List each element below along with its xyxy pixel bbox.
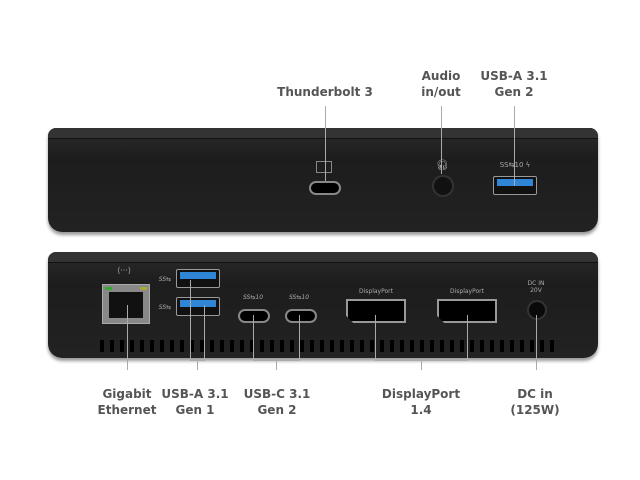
label-displayport-line1: DisplayPort	[381, 387, 461, 401]
label-usb-c-gen2-line2: Gen 2	[257, 403, 297, 417]
leader-line	[441, 106, 442, 174]
label-displayport-line2: 1.4	[410, 403, 432, 417]
usb-c-port-1	[238, 309, 270, 323]
label-dc-in-line2: (125W)	[510, 403, 560, 417]
label-audio-line1: Audio	[421, 69, 461, 83]
leader-line	[375, 315, 376, 360]
label-thunderbolt: Thunderbolt 3	[277, 85, 373, 99]
usb-mark: SS⇆	[158, 304, 172, 311]
leader-line	[514, 106, 515, 186]
laptop-icon	[316, 161, 332, 173]
displayport-port-1	[346, 299, 406, 323]
dock-top-edge	[48, 128, 598, 139]
usb-a-gen1-port-1	[176, 269, 220, 288]
usb-a-gen2-port	[493, 176, 537, 195]
vents	[100, 340, 558, 352]
leader-line	[276, 360, 277, 370]
leader-line	[299, 315, 300, 360]
displayport-label-2: DisplayPort	[449, 288, 485, 295]
usb-superspeed-mark: SS⇆10 ϟ	[499, 161, 531, 169]
leader-line	[467, 315, 468, 360]
displayport-label-1: DisplayPort	[358, 288, 394, 295]
label-usb-gen2-line1: USB-A 3.1	[480, 69, 548, 83]
headphones-icon: 🎧︎	[436, 160, 449, 171]
network-icon: ⟨···⟩	[117, 266, 131, 275]
label-dc-in: DC in (125W)	[510, 386, 559, 418]
dock-top-edge	[48, 252, 598, 263]
leader-line	[197, 360, 198, 370]
label-ethernet-line2: Ethernet	[97, 403, 157, 417]
leader-line	[127, 305, 128, 370]
audio-jack	[432, 175, 454, 197]
dc-in-port	[527, 300, 547, 320]
leader-line	[190, 280, 191, 360]
label-dc-in-line1: DC in	[517, 387, 553, 401]
leader-line	[253, 315, 254, 360]
usb-c-port-2	[285, 309, 317, 323]
label-audio-line2: in/out	[421, 85, 461, 99]
leader-line	[204, 305, 205, 360]
leader-line	[325, 106, 326, 181]
usb-c-mark: SS⇆10	[288, 294, 310, 301]
thunderbolt-port	[309, 181, 341, 195]
label-audio: Audio in/out	[421, 68, 461, 100]
usb-c-mark: SS⇆10	[242, 294, 264, 301]
dock-front: 🎧︎ SS⇆10 ϟ	[48, 128, 598, 232]
label-usb-c-gen2-line1: USB-C 3.1	[243, 387, 311, 401]
ethernet-port	[102, 284, 150, 324]
label-usb-a-gen1-line2: Gen 1	[175, 403, 215, 417]
label-ethernet-line1: Gigabit	[102, 387, 152, 401]
dock-back: ⟨···⟩ SS⇆ SS⇆ SS⇆10 SS⇆10 DisplayPort Di…	[48, 252, 598, 358]
label-displayport: DisplayPort 1.4	[382, 386, 460, 418]
usb-a-gen1-port-2	[176, 297, 220, 316]
label-usb-gen2-line2: Gen 2	[494, 85, 534, 99]
dc-in-label-line1: DC IN	[527, 280, 545, 287]
leader-line	[536, 315, 537, 370]
usb-mark: SS⇆	[158, 276, 172, 283]
dc-in-label-line2: 20V	[530, 287, 542, 294]
label-usb-a-gen1-line1: USB-A 3.1	[161, 387, 229, 401]
leader-line	[421, 360, 422, 370]
